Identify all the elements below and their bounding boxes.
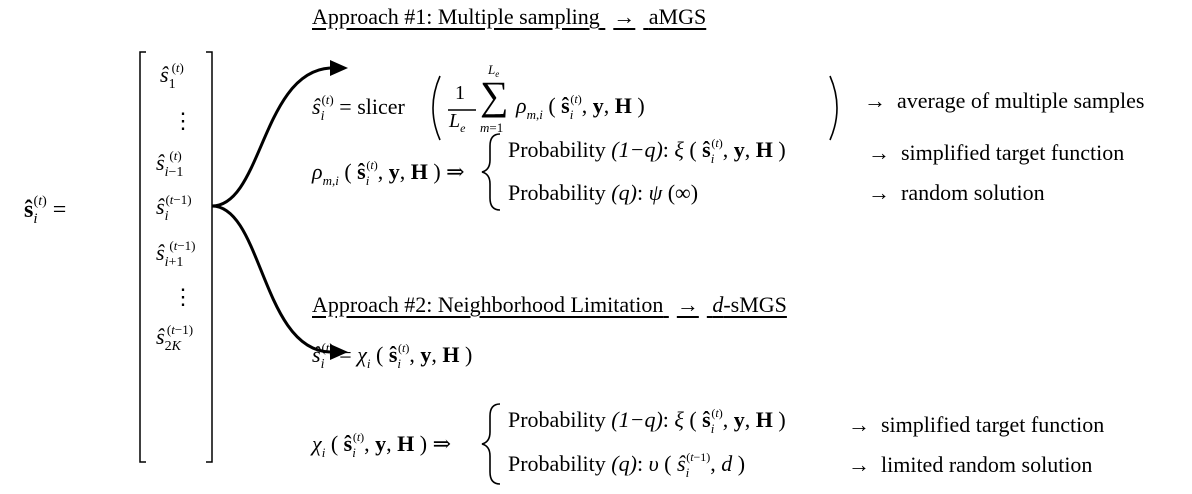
arrow-to-approach1: [211, 66, 331, 208]
approach1-case2-prob: (q): [611, 180, 637, 205]
approach1-eq-note: → average of multiple samples: [864, 88, 1145, 113]
slicer-close-paren: [829, 75, 838, 141]
lhs-s-hat: ŝi(t) =: [24, 194, 67, 227]
chi-definition: χi ( ŝi(t), y, H ) ⇒: [312, 430, 452, 460]
approach1-case2-note-text: random solution: [901, 180, 1045, 205]
arrow-to-approach2: [211, 204, 331, 354]
approach1-eq-note-text: average of multiple samples: [897, 88, 1145, 113]
approach1-case2-label: Probability: [508, 180, 606, 205]
vector-dots-1: ⋮: [172, 108, 194, 133]
approach1-case2-note: → random solution: [868, 180, 1045, 205]
approach2-result-var: d: [712, 292, 724, 317]
slicer-open-paren: [432, 75, 441, 141]
arrowhead-approach1: [330, 60, 348, 76]
approach2-case2-label: Probability: [508, 451, 606, 476]
approach2-header-text: Approach #2: Neighborhood Limitation: [312, 292, 664, 317]
approach2-equation: ŝi(t) = χi ( ŝi(t), y, H ): [312, 340, 473, 372]
approach2-case1-prob: (1−q): [611, 407, 663, 432]
approach1-case1-prob: (1−q): [611, 137, 663, 162]
rho-term: ρm,i ( ŝi(t), y, H ): [516, 92, 645, 122]
vector-entry-i-plus-1: ŝi+1(t−1): [156, 238, 196, 270]
vector-left-bracket: [139, 51, 146, 463]
approach1-case1: Probability (1−q): ξ ( ŝi(t), y, H ): [508, 136, 786, 166]
sum-upper: Le: [488, 62, 500, 79]
fraction-numerator: 1: [455, 82, 465, 104]
sum-lower: m=1: [480, 120, 504, 135]
approach1-equation: ŝi(t) = slicer: [312, 92, 405, 124]
approach1-header-text: Approach #1: Multiple sampling: [312, 4, 600, 29]
approach2-arrow: →: [676, 292, 699, 317]
approach2-case2-note: → limited random solution: [848, 452, 1093, 477]
approach1-arrow: →: [613, 4, 636, 29]
approach2-case2-note-text: limited random solution: [881, 452, 1093, 477]
approach2-header: Approach #2: Neighborhood Limitation → d…: [312, 292, 787, 318]
approach2-case1-note-text: simplified target function: [881, 412, 1105, 437]
approach1-case1-note: → simplified target function: [868, 140, 1125, 165]
arrowhead-approach2: [330, 344, 348, 360]
vector-dots-2: ⋮: [172, 284, 194, 309]
slicer-label: slicer: [357, 94, 405, 119]
vector-entry-1: ŝ1(t): [160, 60, 184, 92]
vector-right-bracket: [206, 51, 213, 463]
approach2-case1: Probability (1−q): ξ ( ŝi(t), y, H ): [508, 406, 786, 436]
approach1-header: Approach #1: Multiple sampling → aMGS: [312, 4, 706, 30]
vector-entry-i: ŝi(t−1): [156, 192, 192, 224]
sum-symbol: ∑: [480, 73, 509, 118]
approach2-case1-label: Probability: [508, 407, 606, 432]
rho-definition: ρm,i ( ŝi(t), y, H ) ⇒: [312, 158, 465, 188]
vector-entry-2k: ŝ2K(t−1): [156, 322, 194, 354]
approach1-case1-label: Probability: [508, 137, 606, 162]
approach2-case1-note: → simplified target function: [848, 412, 1105, 437]
approach1-result: aMGS: [648, 4, 707, 29]
approach1-case2: Probability (q): ψ (∞): [508, 180, 699, 205]
approach2-case2: Probability (q): υ ( ŝi(t−1), d ): [508, 450, 746, 480]
fraction-denominator: Le: [449, 110, 466, 135]
brace-approach2: [481, 403, 501, 485]
approach2-case2-prob: (q): [611, 451, 637, 476]
brace-approach1: [481, 133, 501, 211]
vector-entry-i-minus-1: ŝi−1(t): [156, 148, 184, 180]
approach2-result: -sMGS: [723, 292, 787, 317]
approach1-case1-note-text: simplified target function: [901, 140, 1125, 165]
